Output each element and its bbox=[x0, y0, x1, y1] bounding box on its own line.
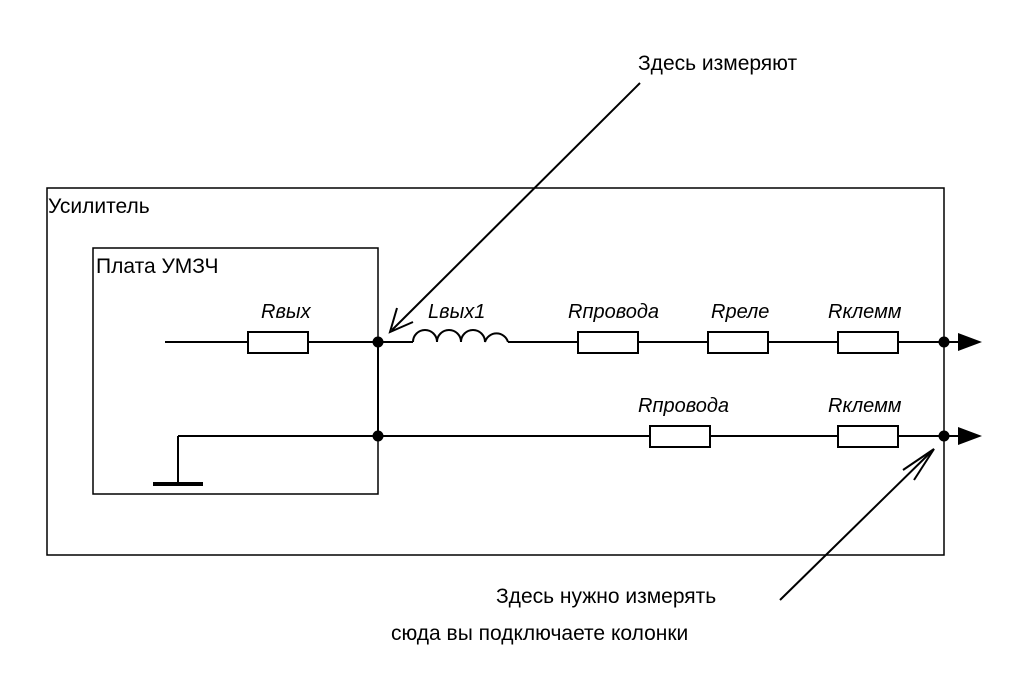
should-measure-arrowhead bbox=[902, 448, 935, 481]
board-label: Плата УМЗЧ bbox=[96, 255, 219, 278]
r-wire-top-resistor bbox=[577, 331, 639, 354]
r-term-top-resistor bbox=[837, 331, 899, 354]
l-out-inductor bbox=[412, 329, 509, 343]
junction-node-top-right bbox=[938, 336, 950, 348]
r-term-bottom-resistor bbox=[837, 425, 899, 448]
junction-node-bottom-left bbox=[372, 430, 384, 442]
r-relay-label: Rреле bbox=[711, 301, 769, 323]
r-out-resistor bbox=[247, 331, 309, 354]
amplifier-label: Усилитель bbox=[48, 195, 150, 218]
measured-here-pointer bbox=[391, 82, 641, 331]
r-wire-bottom-label: Rпровода bbox=[638, 395, 729, 417]
should-measure-pointer bbox=[779, 449, 934, 601]
r-wire-bottom-resistor bbox=[649, 425, 711, 448]
r-term-top-label: Rклемм bbox=[828, 301, 902, 323]
amplifier-box bbox=[46, 187, 945, 556]
should-measure-label-1: Здесь нужно измерять bbox=[496, 585, 716, 608]
should-measure-label-2: сюда вы подключаете колонки bbox=[391, 622, 688, 645]
r-out-label: Rвых bbox=[261, 301, 312, 323]
measured-here-label: Здесь измеряют bbox=[638, 52, 797, 75]
r-wire-top-label: Rпровода bbox=[568, 301, 659, 323]
board-box bbox=[92, 247, 379, 495]
top-output-arrow bbox=[958, 333, 982, 351]
l-out-label: Lвых1 bbox=[428, 301, 485, 323]
junction-node-top-left bbox=[372, 336, 384, 348]
r-relay-resistor bbox=[707, 331, 769, 354]
measured-here-arrowhead bbox=[388, 307, 414, 334]
junction-node-bottom-right bbox=[938, 430, 950, 442]
r-term-bottom-label: Rклемм bbox=[828, 395, 902, 417]
bottom-output-arrow bbox=[958, 427, 982, 445]
